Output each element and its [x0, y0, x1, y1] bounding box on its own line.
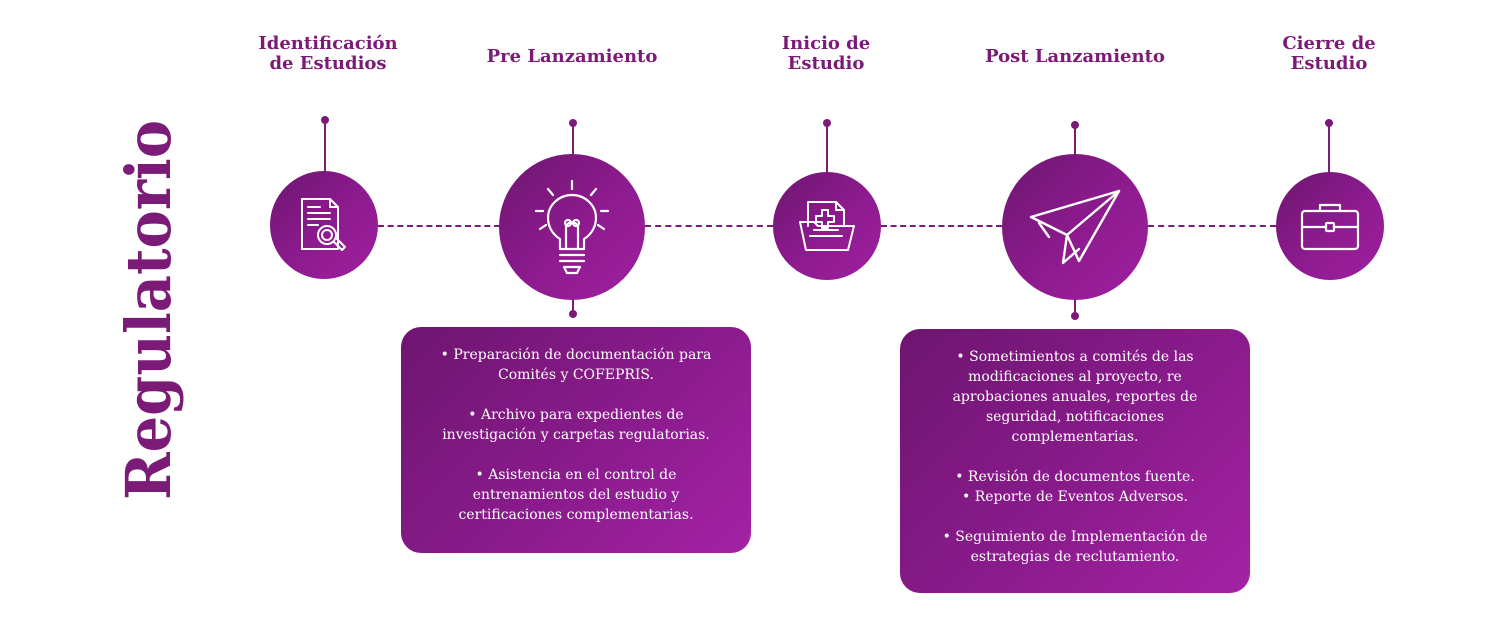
- stage-node-post-lanzamiento: [1002, 154, 1148, 300]
- timeline-connector: [645, 225, 773, 227]
- stage-title-cierre: Cierre de Estudio: [1282, 33, 1376, 74]
- card-item: • Archivo para expedientes de investigac…: [442, 407, 710, 443]
- timeline-connector: [1148, 225, 1276, 227]
- stem-dot: [1071, 312, 1079, 320]
- stem-top: [826, 124, 828, 172]
- stem-dot: [1325, 119, 1333, 127]
- stage-title-inicio: Inicio de Estudio: [781, 33, 871, 74]
- card-item: • Revisión de documentos fuente. • Repor…: [955, 469, 1195, 505]
- stem-dot: [823, 119, 831, 127]
- stem-top: [1328, 124, 1330, 172]
- card-item: • Preparación de documentación para Comi…: [440, 347, 712, 383]
- stem-bottom: [1074, 297, 1076, 316]
- stem-dot: [321, 116, 329, 124]
- paper-plane-icon: [1029, 189, 1121, 265]
- card-item: • Seguimiento de Implementación de estra…: [942, 529, 1208, 565]
- stage-title-identificacion: Identificación de Estudios: [258, 33, 398, 74]
- card-item: • Sometimientos a comités de las modific…: [952, 349, 1198, 445]
- stage-title-pre-lanzamiento: Pre Lanzamiento: [486, 46, 658, 67]
- stem-dot: [1071, 121, 1079, 129]
- timeline-connector: [378, 225, 500, 227]
- medical-folder-icon: [799, 201, 855, 251]
- stem-top: [572, 124, 574, 154]
- stage-title-post-lanzamiento: Post Lanzamiento: [985, 46, 1165, 67]
- stem-dot: [569, 310, 577, 318]
- stage-node-pre-lanzamiento: [499, 154, 645, 300]
- card-item: • Asistencia en el control de entrenamie…: [458, 467, 694, 523]
- stem-top: [1074, 126, 1076, 154]
- document-search-icon: [301, 198, 346, 251]
- stem-top: [324, 121, 326, 171]
- briefcase-icon: [1300, 203, 1360, 251]
- side-title: Regulatorio: [112, 120, 185, 500]
- pre-lanzamiento-card: • Preparación de documentación para Comi…: [401, 327, 751, 553]
- stem-bottom: [572, 297, 574, 314]
- stage-node-inicio: [773, 172, 881, 280]
- post-lanzamiento-card: • Sometimientos a comités de las modific…: [900, 329, 1250, 593]
- stem-dot: [569, 119, 577, 127]
- timeline-connector: [881, 225, 1002, 227]
- stage-node-cierre: [1276, 172, 1384, 280]
- stage-node-identificacion: [270, 171, 378, 279]
- lightbulb-icon: [534, 179, 610, 275]
- side-title-text: Regulatorio: [112, 120, 185, 500]
